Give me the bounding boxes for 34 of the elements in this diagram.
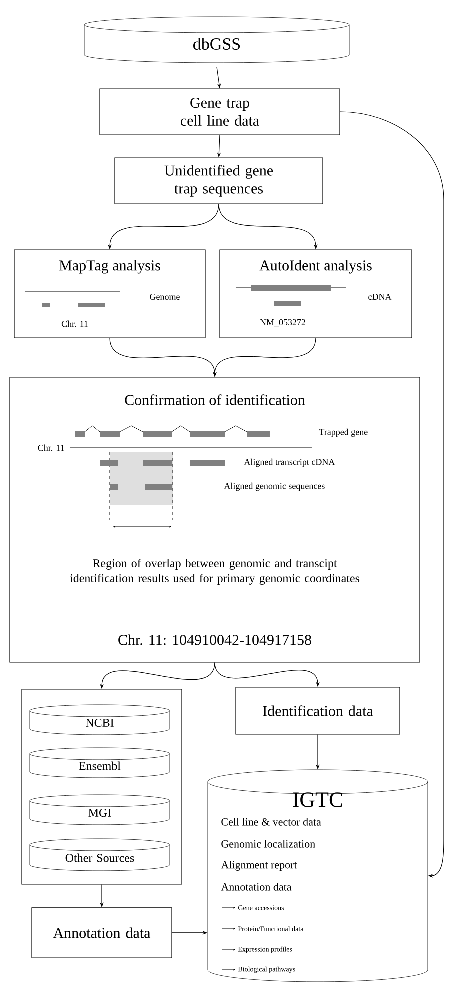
label-text: Aligned transcript cDNA	[244, 458, 336, 468]
node-label: MGI	[88, 808, 112, 818]
database-cylinder: Other Sources	[30, 838, 170, 872]
label-text: cDNA	[368, 294, 392, 300]
database-title: IGTC	[293, 792, 342, 808]
database-cylinder: NCBI	[30, 704, 170, 736]
process-box: Annotation data	[32, 908, 172, 958]
list-item: Alignment report	[221, 861, 298, 871]
node-label: Ensembl	[79, 762, 121, 770]
label-text: Aligned genomic sequences	[224, 482, 325, 492]
description-text: Region of overlap between genomic and transcipt identification results used for primary genomic coordinates	[70, 558, 360, 585]
label-text: Trapped gene	[319, 428, 368, 438]
database-cylinder: dbGSS	[84, 16, 350, 64]
label-text: Chr. 11	[62, 320, 88, 328]
arrow	[340, 112, 444, 878]
node-label: Other Sources	[66, 854, 134, 862]
node-label: dbGSS	[194, 38, 240, 50]
node-label: NCBI	[86, 718, 114, 728]
coordinates-text: Chr. 11: 104910042-104917158	[118, 634, 312, 646]
database-cylinder: MGI	[30, 794, 170, 826]
label-text: Genome	[150, 294, 180, 300]
box-title: Confirmation of identification	[125, 394, 306, 406]
process-box: Identification data	[236, 687, 400, 735]
list-item: Cell line & vector data	[222, 818, 322, 826]
sources-box	[22, 689, 182, 885]
database-cylinder: Ensembl	[30, 748, 170, 778]
box-title: MapTag analysis	[60, 260, 160, 274]
list-item: Genomic localization	[222, 840, 316, 848]
process-box: Unidentified gene trap sequences	[114, 158, 324, 204]
process-box: Gene trap cell line data	[100, 88, 340, 136]
box-title: AutoIdent analysis	[260, 260, 372, 274]
label-text: NM_053272	[260, 319, 306, 327]
label-text: Chr. 11	[38, 444, 64, 452]
list-item: Annotation data	[221, 883, 292, 891]
